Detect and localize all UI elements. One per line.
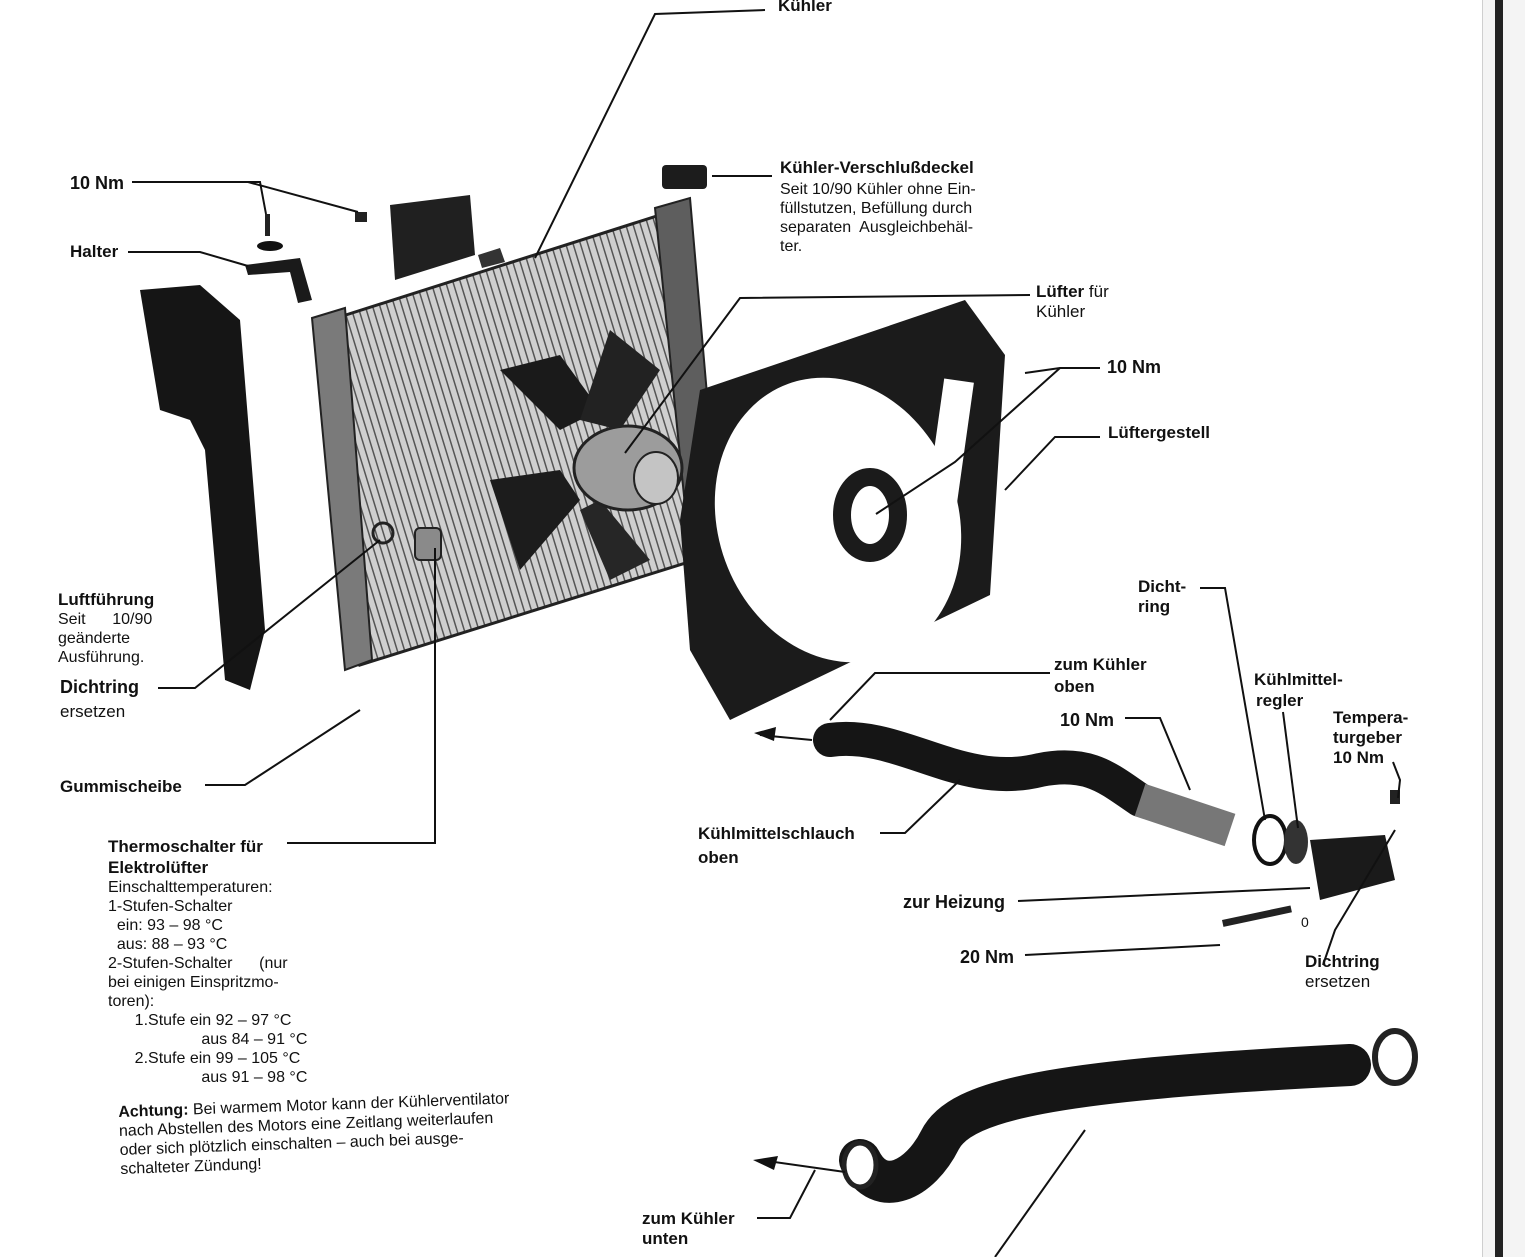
thermo-line: bei einigen Einspritzmo-	[108, 974, 279, 991]
label-luefterrgestell: Lüftergestell	[1108, 423, 1211, 442]
lower-hose	[839, 1028, 1418, 1203]
label-dichtring-left-ersetzen: ersetzen	[60, 702, 126, 721]
label-gummischeibe: Gummischeibe	[60, 777, 182, 796]
verschlussdeckel-note: Seit 10/90 Kühler ohne Ein- füllstutzen,…	[780, 180, 976, 256]
thermo-line: aus 84 – 91 °C	[108, 1031, 308, 1048]
upper-hose	[813, 721, 1400, 927]
air-guide	[140, 195, 475, 690]
luefter-rest: für	[1084, 282, 1109, 301]
label-torque-10nm-right: 10 Nm	[1107, 357, 1162, 377]
sealing-ring	[1252, 814, 1288, 866]
thermostat	[1284, 820, 1308, 864]
label-zum-kuehler-oben-2: oben	[1054, 677, 1095, 696]
label-tempgeber-3: 10 Nm	[1333, 748, 1385, 767]
label-zur-heizung: zur Heizung	[903, 892, 1005, 912]
radiator	[310, 165, 722, 672]
label-zum-kuehler-unten-2: unten	[642, 1229, 689, 1248]
fan	[490, 330, 684, 580]
page-edge-bar	[1495, 0, 1503, 1257]
page-edge	[1482, 0, 1525, 1257]
luefter-bold: Lüfter	[1036, 282, 1085, 301]
luftfuehrung-line: Ausführung.	[58, 649, 145, 666]
label-dichtring-ring-1: Dicht-	[1138, 577, 1187, 596]
achtung-note: Achtung: Bei warmem Motor kann der Kühle…	[118, 1089, 512, 1179]
label-tempgeber-2: turgeber	[1333, 728, 1402, 747]
label-luftfuehrung: Luftführung	[58, 590, 155, 609]
thermoswitch	[414, 527, 442, 561]
label-verschlussdeckel: Kühler-Verschlußdeckel	[780, 158, 974, 177]
label-luefter-line2: Kühler	[1036, 302, 1086, 321]
label-schlauch-oben-1: Kühlmittelschlauch	[698, 824, 855, 843]
verschluss-line: Seit 10/90 Kühler ohne Ein-	[780, 181, 976, 198]
label-thermoschalter-2: Elektrolüfter	[108, 858, 209, 877]
thermostat-housing	[1310, 835, 1395, 900]
label-torque-10nm-top: 10 Nm	[70, 173, 125, 193]
thermo-line: Einschalttemperaturen:	[108, 879, 273, 896]
luftfuehrung-line: geänderte	[58, 630, 131, 647]
label-dichtring-left: Dichtring	[60, 677, 139, 697]
label-zum-kuehler-oben-1: zum Kühler	[1054, 655, 1147, 674]
label-schlauch-oben-2: oben	[698, 848, 739, 867]
label-torque-10nm-hose: 10 Nm	[1060, 710, 1115, 730]
thermo-line: 2-Stufen-Schalter (nur	[108, 955, 288, 972]
thermo-line: ein: 93 – 98 °C	[108, 917, 223, 934]
thermo-line: 1.Stufe ein 92 – 97 °C	[108, 1012, 292, 1029]
thermo-line: aus: 88 – 93 °C	[108, 936, 228, 953]
leader-lines	[128, 9, 1402, 1257]
label-dichtring-right-ersetzen: ersetzen	[1305, 972, 1371, 991]
verschluss-line: füllstutzen, Befüllung durch	[780, 200, 973, 217]
arrow-upper	[754, 727, 776, 741]
label-kuehlmittelregler-1: Kühlmittel-	[1254, 670, 1343, 689]
label-halter: Halter	[70, 242, 119, 261]
label-zum-kuehler-unten-1: zum Kühler	[642, 1209, 735, 1228]
luftfuehrung-note: Seit 10/90 geänderte Ausführung.	[58, 610, 152, 667]
radiator-cap	[662, 165, 707, 189]
verschluss-line: ter.	[780, 238, 803, 255]
fan-frame	[680, 300, 1005, 720]
label-torque-20nm: 20 Nm	[960, 947, 1015, 967]
verschluss-line: separaten Ausgleichbehäl-	[780, 219, 974, 236]
thermo-line: toren):	[108, 993, 155, 1010]
label-luefter: Lüfter für	[1036, 282, 1109, 302]
achtung-bold: Achtung:	[118, 1101, 189, 1121]
luftfuehrung-line: Seit 10/90	[58, 611, 153, 628]
label-tempgeber-1: Tempera-	[1333, 708, 1409, 727]
arrow-lower	[753, 1156, 778, 1170]
thermoschalter-note: Einschalttemperaturen: 1-Stufen-Schalter…	[108, 878, 307, 1087]
label-dichtring-ring-2: ring	[1138, 597, 1171, 616]
o-ring-mark: 0	[1301, 914, 1309, 930]
label-kuehlmittelregler-2: regler	[1256, 691, 1304, 710]
holder-bracket	[245, 212, 367, 303]
o-ring-left	[371, 521, 395, 545]
label-kuehler: Kühler	[778, 0, 832, 15]
label-thermoschalter-1: Thermoschalter für	[108, 837, 263, 856]
thermo-line: 1-Stufen-Schalter	[108, 898, 233, 915]
thermo-line: 2.Stufe ein 99 – 105 °C	[108, 1050, 301, 1067]
thermo-line: aus 91 – 98 °C	[108, 1069, 308, 1086]
label-dichtring-right: Dichtring	[1305, 952, 1380, 971]
